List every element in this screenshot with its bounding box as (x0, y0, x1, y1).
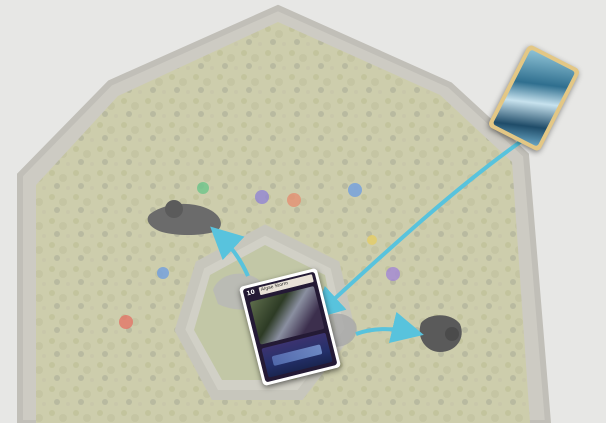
gem-marker-orange (287, 193, 301, 207)
gem-marker-purple-2 (386, 267, 400, 281)
gem-marker-red (119, 315, 133, 329)
gem-marker-purple (255, 190, 269, 204)
played-card-cost: 10 (246, 289, 256, 298)
gem-marker-blue (348, 183, 362, 197)
gem-marker-blue-2 (157, 267, 169, 279)
unit-left-head (165, 200, 183, 218)
gem-marker-yellow (367, 235, 377, 245)
gem-marker-green (197, 182, 209, 194)
unit-right-head (445, 327, 459, 341)
